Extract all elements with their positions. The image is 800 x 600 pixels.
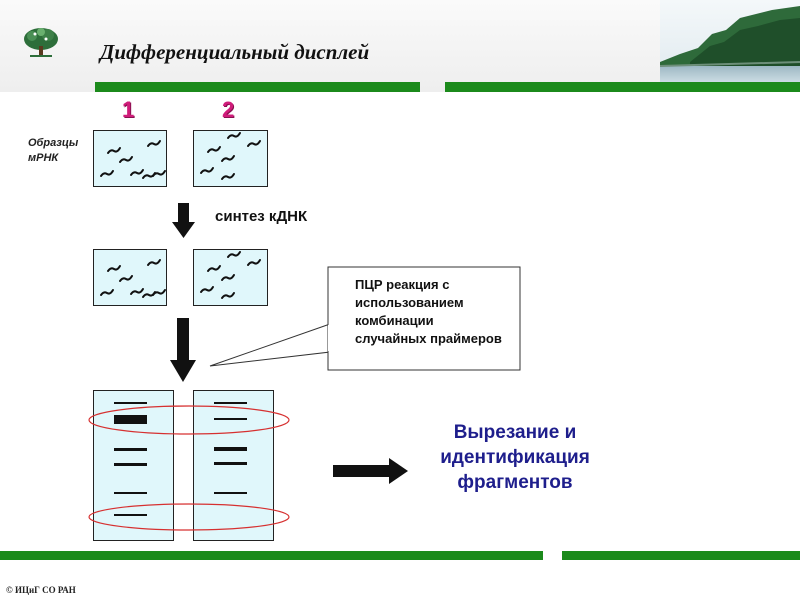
- mrna-strands-1: [100, 140, 166, 179]
- callout-bubble: [209, 266, 521, 371]
- arrow-right-icon: [333, 458, 408, 484]
- header-green-bar: [95, 82, 420, 92]
- pcr-callout-text: ПЦР реакция с использованием комбинации …: [355, 277, 502, 346]
- arrow-down-icon: [172, 203, 195, 238]
- highlight-ellipse-top: [88, 405, 290, 435]
- highlight-ellipse-bottom: [88, 503, 290, 531]
- column-label-2: 2: [222, 97, 235, 122]
- cdna-strands-2: [200, 251, 261, 299]
- arrow-down-icon: [170, 318, 196, 382]
- footer-green-bar: [562, 551, 800, 560]
- footer-green-bar: [0, 551, 543, 560]
- slide-title: Дифференциальный дисплей: [100, 40, 370, 64]
- cdna-synthesis-label: синтез кДНК: [215, 208, 308, 225]
- gel-bands-1: [114, 402, 147, 516]
- copyright-text: © ИЦиГ СО РАН: [6, 585, 76, 595]
- header-green-bar: [445, 82, 800, 92]
- tree-logo-icon: [24, 28, 58, 57]
- mrna-strands-2: [200, 132, 261, 180]
- cdna-strands-1: [100, 259, 166, 298]
- excision-identification-text: Вырезание и идентификация фрагментов: [440, 422, 590, 493]
- gel-bands-2: [214, 402, 247, 494]
- mrna-samples-label: Образцы мРНК: [28, 137, 79, 164]
- column-label-1: 1: [122, 97, 135, 122]
- cdna-box-1: [93, 249, 167, 306]
- landscape-image: [660, 0, 800, 86]
- gel-lane-2: [193, 390, 274, 541]
